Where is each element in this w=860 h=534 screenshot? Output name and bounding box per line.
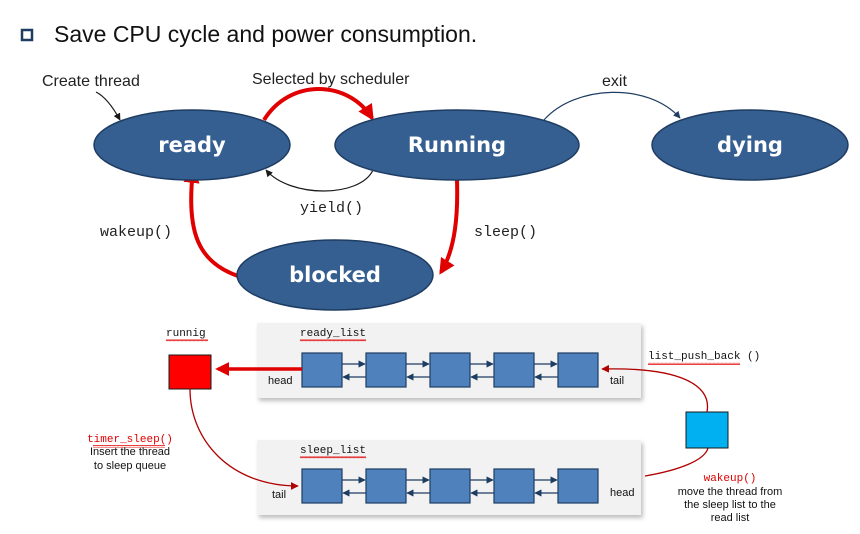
- dying-ellipse: [651, 109, 849, 181]
- running-ellipse: [334, 109, 580, 181]
- sleep-list-label: sleep_list: [300, 445, 366, 457]
- running-box-label: runnig: [166, 328, 206, 340]
- timer-sleep-fn: timer_sleep(): [87, 434, 173, 446]
- ready-list-panel: ready_list head tail: [257, 323, 641, 398]
- blocked-label: blocked: [289, 263, 381, 287]
- sleep-node: [365, 468, 407, 504]
- state-running: Running: [334, 109, 580, 181]
- ready-ellipse: [93, 109, 291, 181]
- sleep-node: [493, 468, 535, 504]
- bullet-square-icon: [20, 28, 34, 42]
- exit-label: exit: [602, 73, 627, 90]
- wakeup-annotation: wakeup() move the thread from the sleep …: [678, 473, 783, 524]
- sleep-tail-label: tail: [272, 489, 286, 501]
- wakeup-desc-line2: the sleep list to the: [684, 499, 776, 511]
- title-row: Save CPU cycle and power consumption.: [20, 21, 477, 47]
- blocked-ellipse: [236, 239, 434, 311]
- sleep-list-underline: [300, 456, 366, 459]
- ready-label: ready: [158, 133, 226, 157]
- create-thread-arrow: [95, 91, 121, 121]
- push-back-annotation: list_push_back (): [648, 351, 760, 365]
- ready-head-label: head: [268, 375, 292, 387]
- ready-node: [493, 352, 535, 388]
- state-ready: ready: [93, 109, 291, 181]
- wakeup-thread-box: [685, 411, 729, 449]
- running-label: Running: [408, 133, 506, 157]
- ready-nodes: [301, 352, 599, 388]
- selected-by-scheduler-label: Selected by scheduler: [252, 71, 410, 88]
- ready-links: [342, 360, 558, 381]
- page-title: Save CPU cycle and power consumption.: [54, 21, 477, 47]
- sleep-label: sleep(): [474, 224, 537, 241]
- dying-label: dying: [717, 133, 783, 157]
- ready-tail-label: tail: [610, 375, 624, 387]
- ready-list-label: ready_list: [300, 328, 366, 340]
- wakeup-arrow: [183, 166, 239, 278]
- state-blocked: blocked: [236, 239, 434, 311]
- ready-node: [301, 352, 343, 388]
- timer-sleep-underline: [93, 445, 165, 448]
- yield-label: yield(): [300, 200, 363, 217]
- list-push-back-underline: [648, 362, 740, 365]
- state-dying: dying: [651, 109, 849, 181]
- state-transitions: Create thread Selected by scheduler exit…: [42, 71, 681, 278]
- sleep-to-wakeup-curve: [644, 447, 709, 477]
- sleep-node: [557, 468, 599, 504]
- create-thread-label: Create thread: [42, 73, 140, 90]
- running-thread: runnig: [166, 328, 212, 390]
- ready-list-underline: [300, 339, 366, 342]
- ready-node: [429, 352, 471, 388]
- ready-node: [557, 352, 599, 388]
- sleep-list-panel: sleep_list tail head: [257, 440, 641, 515]
- wakeup-desc-line1: move the thread from: [678, 486, 783, 498]
- sleep-arrow: [439, 179, 460, 275]
- timer-sleep-arrow: [189, 388, 299, 490]
- push-back-arrow: [601, 364, 709, 413]
- wakeup-desc-line3: read list: [711, 512, 750, 524]
- ready-node: [365, 352, 407, 388]
- sleep-node: [429, 468, 471, 504]
- sleep-nodes: [301, 468, 599, 504]
- list-push-back-fn: list_push_back (): [648, 351, 760, 363]
- yield-arrow: [265, 169, 374, 192]
- scheduler-arrow: [262, 87, 374, 122]
- sleep-node: [301, 468, 343, 504]
- timer-sleep-annotation: timer_sleep() Insert the thread to sleep…: [87, 434, 173, 472]
- wakeup-label: wakeup(): [100, 224, 172, 241]
- wakeup-fn: wakeup(): [704, 473, 757, 485]
- exit-arrow: [543, 91, 681, 121]
- sleep-head-label: head: [610, 487, 634, 499]
- running-thread-box: [168, 354, 212, 390]
- sleep-links: [342, 476, 558, 497]
- running-underline: [166, 339, 208, 342]
- timer-sleep-desc-line2: to sleep queue: [94, 460, 166, 472]
- timer-sleep-desc-line1: Insert the thread: [90, 446, 170, 458]
